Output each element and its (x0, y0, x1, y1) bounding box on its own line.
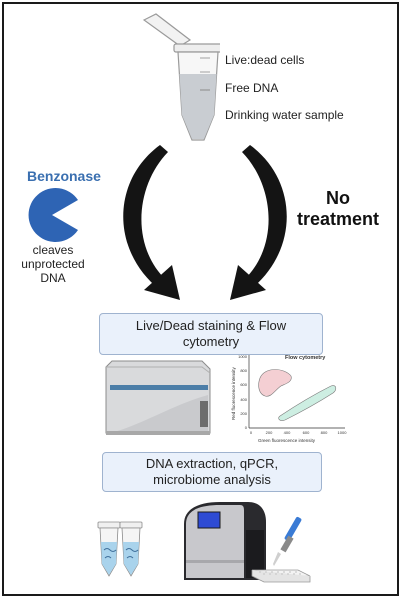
benzonase-title: Benzonase (27, 168, 101, 184)
sample-tube-icon (142, 13, 220, 141)
flow-cytometry-step-box: Live/Dead staining & Flow cytometry (99, 313, 323, 355)
plot-y-label: Red fluorescence intensity (231, 366, 236, 420)
dna-extraction-step-box: DNA extraction, qPCR, microbiome analysi… (102, 452, 322, 492)
step1-line2: cytometry (182, 334, 240, 349)
x-tick: 0 (250, 430, 253, 435)
no-treatment-label: No treatment (286, 188, 390, 230)
plot-x-label: Green fluorescence intensity (258, 438, 316, 443)
benzonase-arrow (123, 145, 180, 300)
x-tick: 600 (303, 430, 310, 435)
benzonase-line1: cleaves (32, 243, 74, 257)
plot-y-ticks: 1000 800 600 400 200 0 (238, 354, 248, 430)
y-tick: 400 (240, 397, 247, 402)
no-treatment-line1: No (326, 188, 350, 208)
step1-line1: Live/Dead staining & Flow (135, 318, 287, 333)
benzonase-line3: DNA (40, 271, 66, 285)
tube-label-live-dead: Live:dead cells (225, 53, 305, 67)
dead-cells-gate (258, 369, 292, 397)
x-tick: 200 (266, 430, 273, 435)
step2-line1: DNA extraction, qPCR, (145, 456, 279, 471)
y-tick: 800 (240, 368, 247, 373)
x-tick: 800 (321, 430, 328, 435)
y-tick: 200 (240, 411, 247, 416)
tube-label-free-dna: Free DNA (225, 81, 279, 95)
y-tick: 1000 (238, 354, 248, 359)
step2-line2: microbiome analysis (153, 472, 271, 487)
benzonase-enzyme-icon (28, 188, 78, 242)
pipette-plate-icon (251, 516, 311, 583)
flow-cytometry-plot: Flow cytometry Red fluorescence intensit… (231, 354, 347, 443)
y-tick: 600 (240, 382, 247, 387)
flow-cytometer-instrument-icon (105, 360, 211, 435)
benzonase-description: cleaves unprotected DNA (15, 243, 91, 285)
figure-frame (2, 2, 399, 596)
dna-microtubes-icon (97, 521, 143, 577)
no-treatment-line2: treatment (296, 209, 380, 229)
x-tick: 1000 (338, 430, 348, 435)
plot-title: Flow cytometry (285, 355, 326, 361)
tube-label-water-sample: Drinking water sample (225, 108, 344, 122)
plot-x-ticks: 0 200 400 600 800 1000 (250, 430, 347, 435)
qpcr-machine-icon (184, 502, 266, 580)
y-tick: 0 (245, 425, 248, 430)
no-treatment-arrow (230, 145, 287, 300)
benzonase-line2: unprotected (21, 257, 85, 271)
x-tick: 400 (284, 430, 291, 435)
live-cells-gate (278, 385, 337, 421)
